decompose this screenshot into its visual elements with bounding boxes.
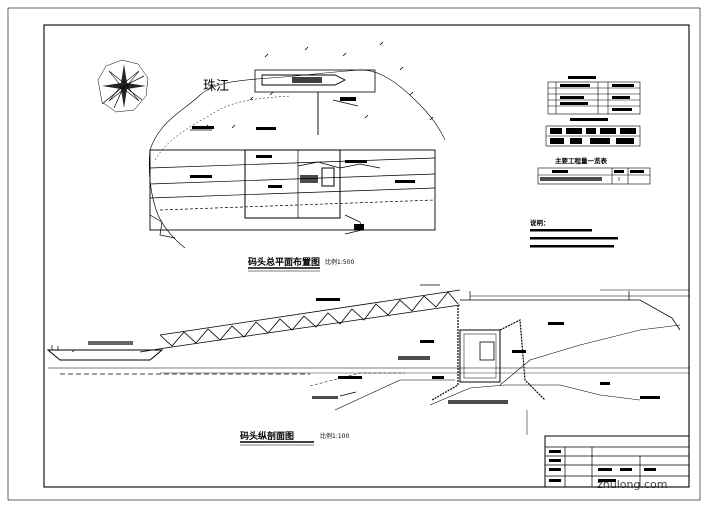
legend-table-1 xyxy=(547,76,641,115)
quantities-title: 主要工程量一览表 xyxy=(555,156,608,165)
plan-scale: 比例1:500 xyxy=(325,258,354,266)
section-view xyxy=(46,284,690,446)
plan-view xyxy=(97,41,446,272)
outer-border xyxy=(7,7,701,501)
section-title: 码头纵剖面图 xyxy=(240,430,294,442)
watermark: zhulong.com xyxy=(597,478,667,491)
section-scale: 比例1:100 xyxy=(320,432,349,440)
title-block xyxy=(544,435,690,488)
quantities-table xyxy=(537,167,651,185)
ship-icon xyxy=(261,74,347,86)
wind-rose-icon xyxy=(97,59,149,113)
abutment xyxy=(431,305,546,401)
notes-heading: 说明： xyxy=(530,218,550,227)
barge-icon xyxy=(46,341,164,361)
river-label: 珠江 xyxy=(203,79,229,94)
notes-lines xyxy=(530,229,618,248)
conveyor-truss xyxy=(139,289,461,353)
plan-title: 码头总平面布置图 xyxy=(248,256,320,268)
legend-table-2 xyxy=(545,118,641,147)
inner-frame xyxy=(43,24,690,488)
